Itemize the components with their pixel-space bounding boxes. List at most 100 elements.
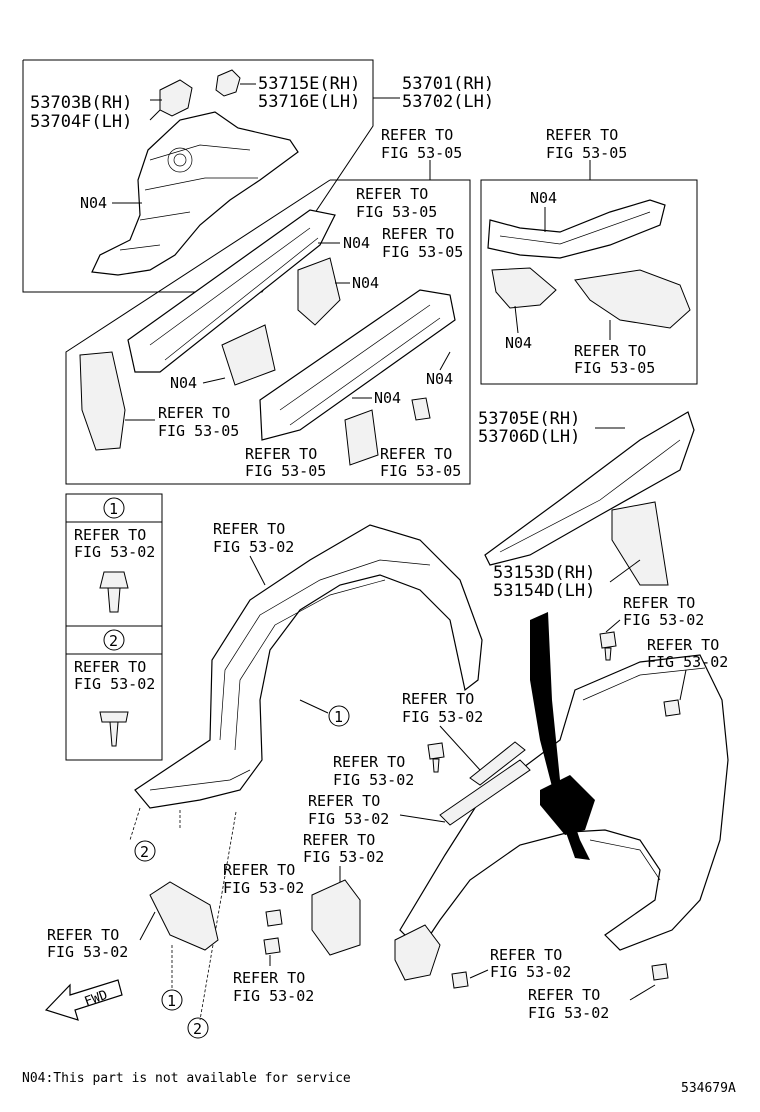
refer-to-label: REFER TO xyxy=(213,520,285,538)
leader-lower-bracket xyxy=(139,911,156,941)
screw-2-drawing xyxy=(99,711,129,747)
apron-hole-inner xyxy=(173,153,187,167)
callout-circle-2 xyxy=(103,629,125,651)
reinforcement-group: REFER TO FIG 53-05 N04 N04 REFER TO FIG … xyxy=(480,126,698,385)
apron-hole xyxy=(167,147,193,173)
lower-bracket-drawing xyxy=(149,881,219,951)
refer-to-label: REFER TO xyxy=(623,594,695,612)
fig-53-02-label: FIG 53-02 xyxy=(74,675,155,693)
fig-53-02-label: FIG 53-02 xyxy=(528,1004,609,1022)
lower-left-bracket-drawing xyxy=(491,267,557,309)
n04-marker: N04 xyxy=(426,370,453,388)
refer-to-label: REFER TO xyxy=(647,636,719,654)
bolt-drawing xyxy=(663,699,681,717)
callout-circle-1 xyxy=(103,497,125,519)
refer-to-label: REFER TO xyxy=(356,185,428,203)
leader-fender-bracket xyxy=(399,814,446,823)
n04-marker: N04 xyxy=(530,189,557,207)
part-number-53154d: 53154D(LH) xyxy=(493,581,595,601)
refer-to-label: REFER TO xyxy=(381,126,453,144)
fender-liner-group: REFER TO FIG 53-02 1 2 xyxy=(129,520,483,1021)
refer-to-label: REFER TO xyxy=(74,526,146,544)
upper-reinforcement-detail xyxy=(499,211,651,245)
bolt-drawing xyxy=(651,963,669,981)
fig-53-05-label: FIG 53-05 xyxy=(381,144,462,162)
refer-to-label: REFER TO xyxy=(574,342,646,360)
part-number-53701: 53701(RH) xyxy=(402,74,494,94)
seal-drawing xyxy=(611,501,669,586)
leader-bolt xyxy=(679,669,687,701)
fig-53-02-label: FIG 53-02 xyxy=(223,879,304,897)
leader-bolt xyxy=(469,969,489,979)
callout-circle-1 xyxy=(161,989,183,1011)
callout-circle-2 xyxy=(187,1017,209,1039)
leader-53704 xyxy=(149,109,161,121)
callout-number-1: 1 xyxy=(167,992,176,1010)
front-fender-group: REFER TO FIG 53-02 REFER TO FIG 53-02 RE… xyxy=(223,594,729,1022)
fig-53-05-label: FIG 53-05 xyxy=(546,144,627,162)
callout-number-2: 2 xyxy=(193,1020,202,1038)
fig-53-02-label: FIG 53-02 xyxy=(623,611,704,629)
member-box-outline xyxy=(65,179,471,485)
leader-53153 xyxy=(609,559,641,583)
refer-to-label: REFER TO xyxy=(333,753,405,771)
refer-to-label: REFER TO xyxy=(47,926,119,944)
front-fender-detail xyxy=(582,667,706,881)
diagram-id: 534679A xyxy=(681,1081,736,1096)
apron-assembly-group: 53703B(RH) 53704F(LH) 53715E(RH) 53716E(… xyxy=(22,59,494,293)
leader-n04 xyxy=(439,351,451,371)
fender-liner-detail xyxy=(219,559,431,751)
fender-liner-lip xyxy=(149,769,251,791)
fig-53-02-label: FIG 53-02 xyxy=(233,987,314,1005)
cowl-group: 53705E(RH) 53706D(LH) 53153D(RH) 53154D(… xyxy=(478,409,695,601)
upper-reinforcement-drawing xyxy=(487,199,666,259)
footer-note: N04:This part is not available for servi… xyxy=(22,1071,351,1086)
bracket-b-drawing xyxy=(221,324,276,386)
bolt-drawing xyxy=(263,937,281,955)
refer-to-label: REFER TO xyxy=(223,861,295,879)
leader-n04 xyxy=(514,305,519,334)
callout-number-2: 2 xyxy=(140,843,149,861)
dashed-leader xyxy=(199,811,237,1021)
n04-marker: N04 xyxy=(170,374,197,392)
leader-liner xyxy=(249,555,266,586)
n04-marker: N04 xyxy=(374,389,401,407)
apron-bracket-drawing xyxy=(159,79,193,117)
fig-53-05-label: FIG 53-05 xyxy=(574,359,655,377)
fig-53-02-label: FIG 53-02 xyxy=(213,538,294,556)
fig-53-02-label: FIG 53-02 xyxy=(490,963,571,981)
refer-to-label: REFER TO xyxy=(233,969,305,987)
fig-53-02-label: FIG 53-02 xyxy=(402,708,483,726)
fender-liner-drawing xyxy=(134,524,483,809)
bracket-c-drawing xyxy=(344,409,379,466)
fender-bracket-drawing xyxy=(439,759,531,826)
refer-to-label: REFER TO xyxy=(303,831,375,849)
apron-box-outline xyxy=(22,59,374,293)
fwd-arrow: FWD xyxy=(44,979,123,1021)
highlight-arrow xyxy=(530,612,590,860)
n04-marker: N04 xyxy=(343,234,370,252)
reinforcement-box-outline xyxy=(480,179,698,385)
refer-to-label: REFER TO xyxy=(546,126,618,144)
n04-marker: N04 xyxy=(352,274,379,292)
refer-to-label: REFER TO xyxy=(402,690,474,708)
fig-53-02-label: FIG 53-02 xyxy=(47,943,128,961)
leader-callout-1 xyxy=(299,699,329,714)
fig-53-05-label: FIG 53-05 xyxy=(245,462,326,480)
n04-marker: N04 xyxy=(505,334,532,352)
refer-to-label: REFER TO xyxy=(380,445,452,463)
front-bracket-drawing xyxy=(394,924,441,981)
callout-circle-1 xyxy=(328,705,350,727)
hinge-bracket-drawing xyxy=(311,879,361,956)
lower-bracket-group: REFER TO FIG 53-02 1 2 xyxy=(47,881,219,1039)
fig-53-05-label: FIG 53-05 xyxy=(158,422,239,440)
part-number-53715e: 53715E(RH) xyxy=(258,74,360,94)
callout-number-2: 2 xyxy=(109,632,118,650)
refer-to-label: REFER TO xyxy=(382,225,454,243)
apron-panel-detail xyxy=(119,144,258,251)
clip-1-drawing xyxy=(99,571,129,613)
refer-to-label: REFER TO xyxy=(490,946,562,964)
fig-53-02-label: FIG 53-02 xyxy=(74,543,155,561)
clip-legend-box xyxy=(65,493,163,761)
upper-rail-detail xyxy=(149,227,319,361)
